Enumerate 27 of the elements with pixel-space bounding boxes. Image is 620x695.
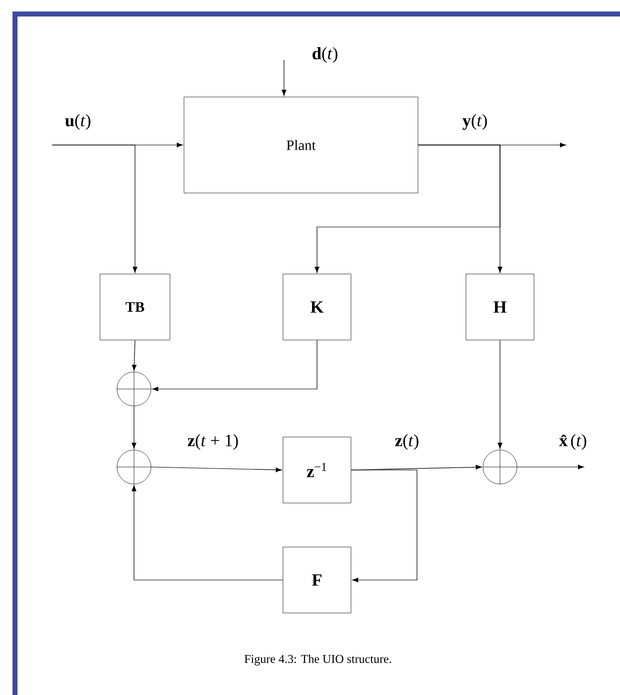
edge-label: z(t): [395, 434, 418, 450]
edge-label: x̂(t): [559, 434, 586, 450]
arrow: [132, 485, 284, 580]
plant-box: Plant: [184, 96, 418, 194]
gain-box: TB: [100, 274, 170, 340]
arrow: [132, 340, 136, 371]
caption: Figure 4.3: The UIO structure.: [244, 654, 392, 666]
gain-box: K: [282, 274, 352, 340]
summing-junction: [482, 450, 518, 484]
delay-box: z$^{−1}$: [282, 436, 352, 504]
arrow: [52, 144, 138, 273]
arrow: [418, 144, 502, 273]
edge-label: d(t): [312, 47, 338, 63]
edge-label: y(t): [462, 114, 487, 130]
summing-junction: [116, 450, 152, 484]
gain-box: F: [282, 546, 352, 614]
arrow: [350, 470, 418, 582]
edge-label: z(t + 1): [188, 434, 238, 450]
arrow: [282, 60, 286, 96]
arrow: [516, 464, 584, 470]
arrow: [152, 340, 318, 392]
summing-junction: [116, 372, 152, 406]
edge-label: u(t): [65, 114, 90, 130]
arrow: [132, 406, 136, 449]
arrow: [498, 340, 502, 449]
gain-box: H: [466, 274, 534, 340]
arrow: [150, 466, 282, 472]
